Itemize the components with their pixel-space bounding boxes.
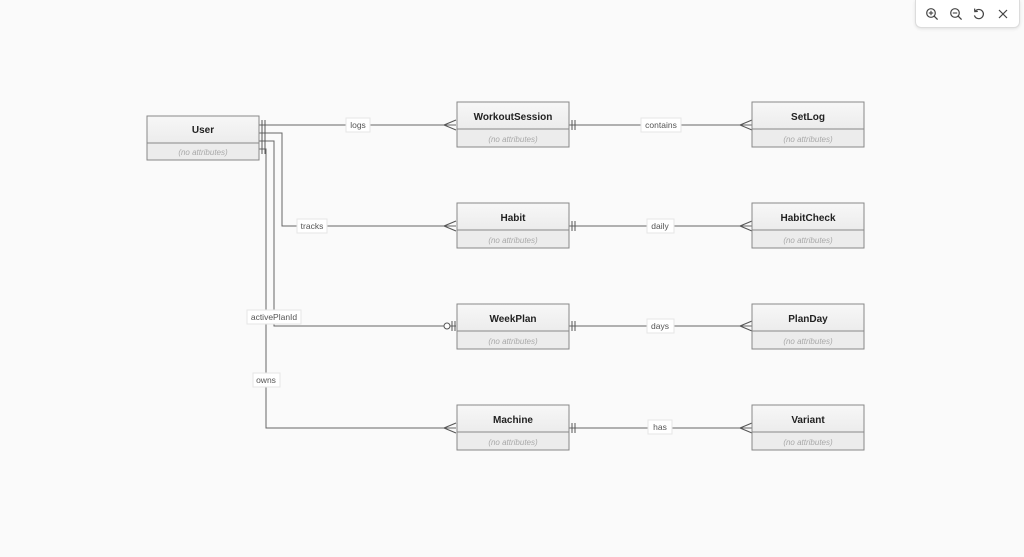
entity-attributes: (no attributes) [488,337,538,346]
one-marker [571,423,576,433]
relation-label-tracks: tracks [296,218,328,234]
entity-variant[interactable]: Variant (no attributes) [751,404,865,451]
entity-attributes: (no attributes) [488,236,538,245]
entity-attributes: (no attributes) [178,148,228,157]
entity-name: Variant [791,415,825,426]
zoom-in-button[interactable] [922,4,942,24]
one-marker [571,321,576,331]
entity-name: User [192,125,214,136]
zoom-toolbar [915,0,1020,28]
many-marker [739,422,753,434]
relation-line-active-plan [259,140,456,327]
relation-line-owns [259,148,456,429]
close-icon [998,9,1008,18]
entity-habit[interactable]: Habit (no attributes) [456,202,570,249]
entity-attributes: (no attributes) [488,438,538,447]
zoom-out-button[interactable] [946,4,966,24]
reset-icon [974,8,985,19]
relation-label-owns: owns [252,372,281,388]
svg-text:activePlanId: activePlanId [251,312,298,322]
entity-attributes: (no attributes) [783,337,833,346]
entity-name: HabitCheck [780,213,835,224]
entity-set-log[interactable]: SetLog (no attributes) [751,101,865,148]
one-marker [571,221,576,231]
many-marker [739,220,753,232]
entity-attributes: (no attributes) [783,135,833,144]
zoom-out-icon [949,7,962,20]
relation-label-logs: logs [345,117,371,133]
one-marker [261,144,266,154]
close-button[interactable] [993,4,1013,24]
entity-name: WorkoutSession [474,112,553,123]
reset-view-button[interactable] [969,4,989,24]
relation-label-active-plan: activePlanId [246,309,302,325]
entity-name: SetLog [791,112,825,123]
zero-or-one-marker [443,321,456,331]
entity-week-plan[interactable]: WeekPlan (no attributes) [456,303,570,350]
many-marker [443,119,457,131]
svg-text:days: days [651,321,669,331]
svg-text:owns: owns [256,375,276,385]
entity-name: Habit [501,213,527,224]
entity-habit-check[interactable]: HabitCheck (no attributes) [751,202,865,249]
relation-label-days: days [646,318,675,334]
relation-label-daily: daily [646,218,675,234]
zoom-in-icon [925,7,938,20]
many-marker [443,422,457,434]
entity-attributes: (no attributes) [783,236,833,245]
relation-label-contains: contains [640,117,682,133]
svg-text:has: has [653,422,667,432]
entity-attributes: (no attributes) [783,438,833,447]
entity-machine[interactable]: Machine (no attributes) [456,404,570,451]
entity-attributes: (no attributes) [488,135,538,144]
one-marker [571,120,576,130]
relation-label-has: has [647,419,673,435]
entity-user[interactable]: User (no attributes) [146,115,260,161]
svg-text:contains: contains [645,120,677,130]
relation-line-tracks [259,132,456,227]
entity-name: WeekPlan [489,314,536,325]
entity-workout-session[interactable]: WorkoutSession (no attributes) [456,101,570,148]
svg-text:logs: logs [350,120,366,130]
many-marker [739,119,753,131]
many-marker [739,320,753,332]
many-marker [443,220,457,232]
svg-text:tracks: tracks [301,221,324,231]
entity-plan-day[interactable]: PlanDay (no attributes) [751,303,865,350]
svg-text:daily: daily [651,221,669,231]
entity-name: Machine [493,415,533,426]
entity-name: PlanDay [788,314,828,325]
